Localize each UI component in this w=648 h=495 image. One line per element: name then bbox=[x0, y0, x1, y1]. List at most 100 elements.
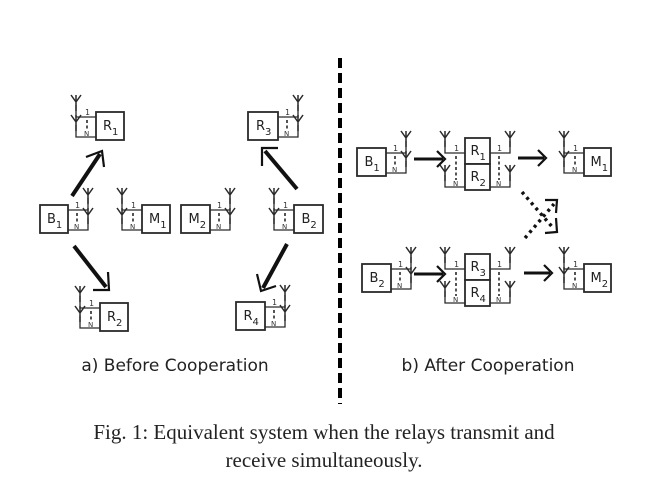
node-box bbox=[464, 253, 491, 281]
node-box bbox=[464, 279, 491, 307]
antenna-label-first: 1 bbox=[454, 260, 459, 269]
dotted-arrow-r1r2-to-m2 bbox=[520, 190, 559, 235]
antenna-label-last: N bbox=[572, 282, 577, 290]
antenna-icon bbox=[558, 246, 570, 263]
antenna-icon bbox=[504, 130, 516, 147]
antenna-icon bbox=[268, 187, 280, 204]
antenna-icon bbox=[70, 114, 82, 131]
antenna-icon bbox=[82, 207, 94, 224]
antenna-label-first: 1 bbox=[131, 201, 136, 210]
arrow-b2-to-r3r4 bbox=[414, 265, 447, 283]
antenna-icon bbox=[439, 164, 451, 181]
antenna-label-first: 1 bbox=[573, 260, 578, 269]
antenna-icon bbox=[74, 285, 86, 302]
node-box bbox=[180, 204, 211, 234]
node-box bbox=[95, 111, 125, 141]
node-box bbox=[464, 163, 491, 191]
antenna-icon bbox=[405, 266, 417, 283]
antenna-icon bbox=[82, 187, 94, 204]
node-box bbox=[141, 204, 171, 234]
antenna-icon bbox=[558, 150, 570, 167]
antenna-label-last: N bbox=[130, 223, 135, 231]
antenna-icon bbox=[439, 280, 451, 297]
node-box bbox=[583, 263, 612, 293]
node-box bbox=[99, 302, 129, 332]
antenna-icon bbox=[268, 207, 280, 224]
antenna-label-first: 1 bbox=[497, 260, 502, 269]
antenna-label-first: 1 bbox=[573, 144, 578, 153]
arrow-r3r4-to-m2 bbox=[524, 264, 554, 282]
antenna-icon bbox=[279, 304, 291, 321]
antenna-label-last: N bbox=[88, 321, 93, 329]
antenna-label-first: 1 bbox=[454, 144, 459, 153]
antenna-label-first: 1 bbox=[393, 144, 398, 153]
antenna-icon bbox=[504, 246, 516, 263]
antenna-label-first: 1 bbox=[272, 298, 277, 307]
antenna-icon bbox=[439, 246, 451, 263]
antenna-icon bbox=[504, 280, 516, 297]
arrow-b2-to-r3 bbox=[260, 146, 299, 191]
antenna-label-first: 1 bbox=[285, 108, 290, 117]
antenna-label-first: 1 bbox=[89, 299, 94, 308]
antenna-label-first: 1 bbox=[283, 201, 288, 210]
antenna-icon bbox=[292, 114, 304, 131]
node-box bbox=[247, 111, 279, 141]
antenna-icon bbox=[400, 130, 412, 147]
antenna-label-last: N bbox=[284, 130, 289, 138]
figure-caption-line-1: Fig. 1: Equivalent system when the relay… bbox=[93, 420, 555, 444]
node-box bbox=[39, 204, 69, 234]
antenna-icon bbox=[400, 150, 412, 167]
antenna-icon bbox=[292, 94, 304, 111]
arrow-b1-to-r2 bbox=[72, 244, 111, 292]
antenna-icon bbox=[116, 187, 128, 204]
antenna-label-last: N bbox=[397, 282, 402, 290]
antenna-icon bbox=[74, 305, 86, 322]
node-box bbox=[293, 204, 324, 234]
antenna-icon bbox=[439, 130, 451, 147]
panel-a-caption: a) Before Cooperation bbox=[81, 356, 269, 376]
node-box bbox=[235, 301, 266, 331]
antenna-icon bbox=[116, 207, 128, 224]
antenna-label-first: 1 bbox=[497, 144, 502, 153]
antenna-label-last: N bbox=[392, 166, 397, 174]
antenna-label-last: N bbox=[572, 166, 577, 174]
node-box bbox=[361, 263, 392, 293]
antenna-label-last: N bbox=[216, 223, 221, 231]
antenna-icon bbox=[224, 207, 236, 224]
antenna-icon bbox=[224, 187, 236, 204]
antenna-label-last: N bbox=[271, 320, 276, 328]
figure-caption-line-2: receive simultaneously. bbox=[225, 448, 423, 472]
arrow-b1-to-r1r2 bbox=[414, 150, 447, 168]
panel-b-caption: b) After Cooperation bbox=[401, 356, 575, 376]
antenna-icon bbox=[558, 130, 570, 147]
antenna-label-last: N bbox=[453, 180, 458, 188]
antenna-icon bbox=[558, 266, 570, 283]
arrow-b1-to-r1 bbox=[70, 149, 106, 198]
antenna-label-first: 1 bbox=[398, 260, 403, 269]
antenna-label-first: 1 bbox=[75, 201, 80, 210]
antenna-label-last: N bbox=[496, 180, 501, 188]
antenna-label-first: 1 bbox=[217, 201, 222, 210]
antenna-label-last: N bbox=[282, 223, 287, 231]
antenna-label-first: 1 bbox=[85, 108, 90, 117]
node-box bbox=[583, 147, 612, 177]
antenna-icon bbox=[279, 284, 291, 301]
antenna-label-last: N bbox=[496, 296, 501, 304]
antenna-icon bbox=[405, 246, 417, 263]
antenna-label-last: N bbox=[84, 130, 89, 138]
